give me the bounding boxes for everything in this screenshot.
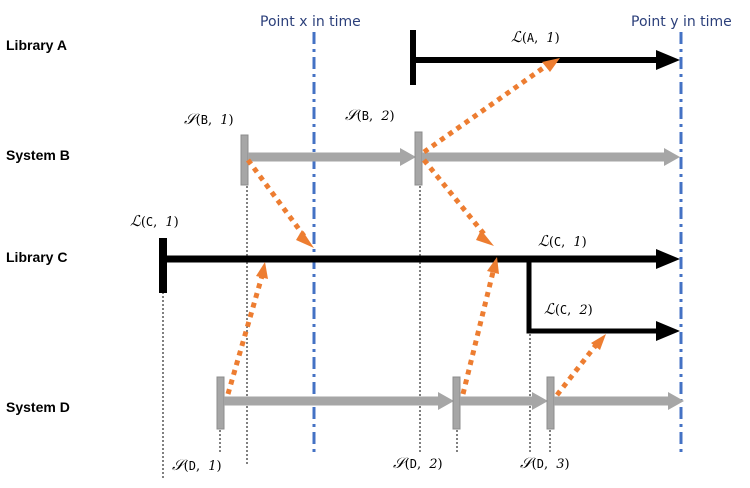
system-b-v2-tick: [414, 131, 423, 186]
dep-d3-to-c2-head: [591, 334, 606, 350]
library-c-v2-branch: [526, 262, 656, 334]
system-d-timeline: [216, 376, 684, 430]
library-c-v1-arrowhead: [656, 249, 680, 269]
system-b-v1-arrowhead: [400, 148, 416, 166]
dependency-arrows: [225, 63, 598, 397]
dep-d2-to-c-head: [487, 257, 499, 274]
row-label-library-c: Library C: [6, 249, 67, 265]
dep-d1-to-c-head: [256, 262, 268, 279]
dep-b2-to-c-line: [422, 158, 486, 236]
row-label-library-a: Library A: [6, 37, 67, 53]
version-label-d3: 𝒮(D, 3): [520, 454, 570, 472]
system-d-v1-tick: [216, 376, 225, 430]
dep-b2-to-a-line: [422, 63, 548, 155]
dep-d3-to-c2-line: [555, 343, 598, 397]
dep-b1-to-c-head: [296, 230, 314, 248]
library-a-timeline: [410, 30, 680, 85]
version-label-c2: ℒ(C, 2): [544, 300, 593, 318]
dep-b2-to-c-head: [476, 230, 494, 246]
system-d-v3-tick: [546, 376, 555, 430]
version-label-d1: 𝒮(D, 1): [172, 456, 222, 474]
library-c-timeline: [159, 238, 680, 341]
library-c-v2-arrowhead: [656, 321, 680, 341]
time-label-y: Point y in time: [631, 14, 732, 30]
system-d-v3-arrowhead: [668, 392, 684, 410]
guide-lines: [162, 186, 551, 478]
system-b-v1-tick: [240, 134, 249, 186]
library-c-start-tick: [159, 238, 167, 293]
dep-b2-to-a-head: [542, 58, 560, 72]
version-label-c1-mid: ℒ(C, 1): [538, 232, 587, 250]
row-label-system-d: System D: [6, 399, 70, 415]
system-d-v1-arrowhead: [438, 392, 454, 410]
version-label-c1-start: ℒ(C, 1): [130, 212, 179, 230]
row-label-system-b: System B: [6, 147, 70, 163]
time-label-x: Point x in time: [260, 14, 361, 30]
system-b-v2-arrowhead: [664, 148, 680, 166]
version-label-a1: ℒ(A, 1): [511, 28, 560, 46]
version-label-b2: 𝒮(B, 2): [345, 106, 395, 124]
dep-b1-to-c-line: [245, 158, 307, 238]
dep-d1-to-c-line: [225, 275, 265, 395]
system-d-v2-tick: [452, 376, 461, 430]
system-b-timeline: [240, 131, 680, 186]
version-label-d2: 𝒮(D, 2): [393, 454, 443, 472]
version-label-b1: 𝒮(B, 1): [184, 110, 234, 128]
system-d-v2-arrowhead: [532, 392, 548, 410]
library-a-arrowhead: [656, 50, 680, 70]
dep-d2-to-c-line: [460, 271, 496, 395]
dependency-arrowheads: [256, 58, 606, 350]
